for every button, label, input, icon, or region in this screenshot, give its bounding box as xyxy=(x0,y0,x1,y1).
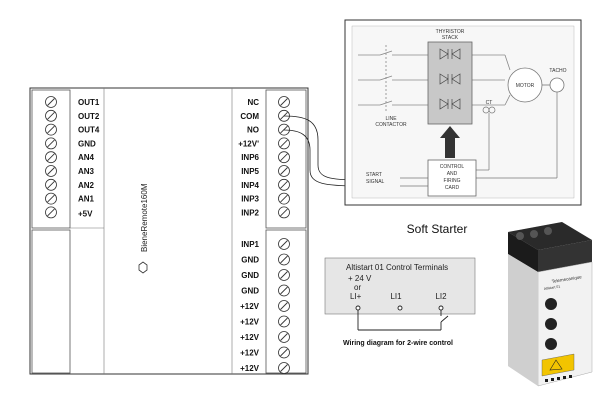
ramp-down-dial[interactable] xyxy=(545,338,557,350)
device-brand: Telemecanique xyxy=(551,274,582,284)
terminal-label: GND xyxy=(241,287,259,296)
wiring-caption: Wiring diagram for 2-wire control xyxy=(343,340,453,347)
svg-text:MOTOR: MOTOR xyxy=(516,83,535,89)
svg-text:CONTROL: CONTROL xyxy=(440,164,465,170)
terminal-label: GND xyxy=(241,256,259,265)
tacho-symbol xyxy=(549,77,565,93)
soft-starter-caption: Soft Starter xyxy=(407,222,468,236)
left-terminal-block-lower xyxy=(31,229,71,374)
terminal-label: AN2 xyxy=(78,181,95,190)
terminal-label: INP5 xyxy=(241,167,259,176)
logo-icon xyxy=(138,261,148,274)
terminal-label: GND xyxy=(241,271,259,280)
terminal-label: OUT1 xyxy=(78,98,100,107)
terminal-label: +12V' xyxy=(238,139,259,148)
svg-text:START: START xyxy=(366,172,382,178)
svg-text:LI2: LI2 xyxy=(435,292,447,301)
terminal-label: OUT2 xyxy=(78,112,100,121)
start-voltage-dial[interactable] xyxy=(545,298,557,310)
svg-text:LINE: LINE xyxy=(385,116,397,122)
terminal-label: AN3 xyxy=(78,167,95,176)
svg-text:CONTACTOR: CONTACTOR xyxy=(375,122,407,128)
brand-label: BieneRemote160M xyxy=(140,183,149,252)
soft-starter-schematic: MOTOR TACHO CT CONTROL AND FIRING CARD T… xyxy=(344,19,582,206)
terminal-li2 xyxy=(438,305,444,311)
svg-text:CT: CT xyxy=(486,100,493,106)
svg-text:LI+: LI+ xyxy=(350,292,362,301)
terminal-label: OUT4 xyxy=(78,126,100,135)
terminal-label: +12V xyxy=(240,349,260,358)
terminal-li1 xyxy=(397,305,403,311)
svg-text:+ 24 V: + 24 V xyxy=(348,274,372,283)
terminal-label: +12V xyxy=(240,302,260,311)
svg-text:CARD: CARD xyxy=(445,185,460,191)
terminal-label: NC xyxy=(247,98,259,107)
ramp-up-dial[interactable] xyxy=(545,318,557,330)
svg-text:or: or xyxy=(354,283,361,292)
terminal-label: +12V xyxy=(240,364,260,373)
device-model: Altistart 01 xyxy=(544,284,561,291)
svg-text:SIGNAL: SIGNAL xyxy=(366,179,385,185)
two-wire-diagram: Altistart 01 Control Terminals + 24 V or… xyxy=(324,257,476,347)
terminal-label: GND xyxy=(78,139,96,148)
terminal-label: NO xyxy=(247,126,259,135)
signal-wires xyxy=(283,115,361,187)
warning-label-icon xyxy=(541,353,575,377)
terminal-label: INP1 xyxy=(241,240,259,249)
altistart-device: Telemecanique Altistart 01 xyxy=(508,222,593,387)
terminal-label: INP3 xyxy=(241,195,259,204)
terminal-label: +5V xyxy=(78,209,93,218)
svg-text:FIRING: FIRING xyxy=(444,178,461,184)
terminal-label: COM xyxy=(240,112,259,121)
svg-text:THYRISTOR: THYRISTOR xyxy=(436,29,465,35)
terminal-label: AN1 xyxy=(78,195,95,204)
terminal-label: INP2 xyxy=(241,208,259,217)
terminal-label: INP6 xyxy=(241,153,259,162)
terminal-label: AN4 xyxy=(78,153,95,162)
thyristor-stack xyxy=(427,41,473,125)
terminal-li-plus xyxy=(355,305,361,311)
svg-text:Altistart 01 Control Terminals: Altistart 01 Control Terminals xyxy=(346,263,448,272)
svg-text:TACHO: TACHO xyxy=(549,68,566,74)
control-arrow-icon xyxy=(440,126,460,158)
svg-text:STACK: STACK xyxy=(442,35,459,41)
terminal-label: +12V xyxy=(240,333,260,342)
terminal-label: INP4 xyxy=(241,181,259,190)
terminal-label: +12V xyxy=(240,318,260,327)
control-firing-card xyxy=(427,159,477,197)
svg-text:AND: AND xyxy=(447,171,458,177)
svg-text:LI1: LI1 xyxy=(390,292,402,301)
